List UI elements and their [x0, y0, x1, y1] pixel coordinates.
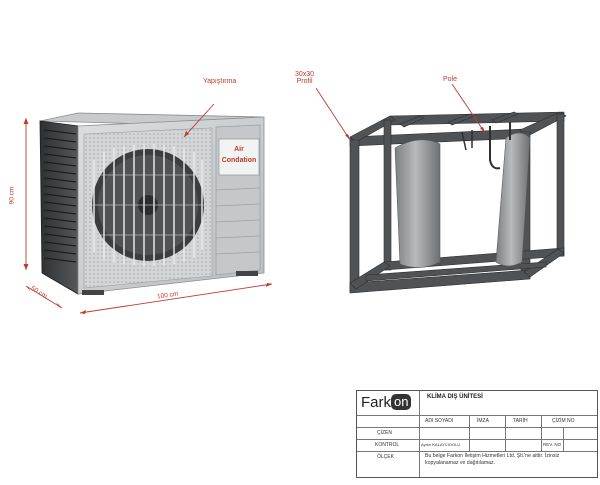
pole-hanger — [489, 126, 501, 170]
pole-right — [495, 132, 531, 267]
profile-leader-arrow — [345, 134, 350, 140]
logo-badge: on — [391, 394, 412, 410]
sticker-leader-arrow — [184, 131, 189, 137]
header-date: TARİH — [513, 418, 528, 424]
header-name: ADI SOYADI — [425, 418, 454, 424]
unit-foot — [82, 290, 104, 295]
profile-annotation: 30x30 Profil — [295, 71, 314, 85]
header-drawing-no: ÇİZİM NO — [552, 418, 575, 424]
sticker-leader-line — [183, 103, 215, 138]
sticker-text-line1: Air — [234, 146, 244, 153]
pole-leader-arrow — [480, 127, 485, 133]
depth-dimension-line — [25, 285, 63, 309]
pole-leader-line — [451, 83, 486, 134]
row-drawn-by: ÇİZEN — [377, 430, 392, 436]
row-checked-by: KONTROL — [375, 442, 400, 448]
drawing-title: KLİMA DIŞ ÜNİTESİ — [427, 394, 483, 400]
rev-no-label: REV. NO — [543, 442, 562, 447]
sticker-annotation: Yapıştırma — [203, 78, 237, 85]
unit-sticker-plate — [218, 138, 260, 176]
ownership-notice: Bu belge Farkon İletişim Hizmetleri Ltd.… — [425, 453, 560, 466]
pole-hanger — [461, 131, 467, 151]
unit-foot — [236, 271, 258, 276]
dimension-arrows — [23, 118, 272, 314]
pole-annotation: Pole — [443, 76, 458, 83]
pole-left — [394, 139, 441, 268]
header-signature: İMZA — [477, 418, 489, 424]
checker-name: Aydın KALAYCIOGLU — [421, 442, 461, 447]
unit-side-fins — [39, 120, 79, 295]
dimension-lines — [25, 118, 273, 314]
profile-annotation-line2: Profil — [296, 78, 313, 85]
row-scale: ÖLÇEK — [377, 454, 394, 460]
height-dimension-label: 90 cm — [8, 186, 16, 205]
fin-lines — [43, 129, 77, 263]
frame-poles — [394, 122, 531, 268]
unit-fan — [92, 144, 204, 266]
logo-text: Fark — [361, 394, 391, 411]
ac-outdoor-unit: Air Condation — [39, 112, 265, 295]
sticker-text-line2: Condation — [222, 157, 257, 164]
profile-annotation-line1: 30x30 — [295, 71, 315, 78]
width-dimension-line — [79, 283, 273, 314]
steel-frame — [349, 111, 567, 294]
profile-leader-line — [315, 87, 351, 141]
